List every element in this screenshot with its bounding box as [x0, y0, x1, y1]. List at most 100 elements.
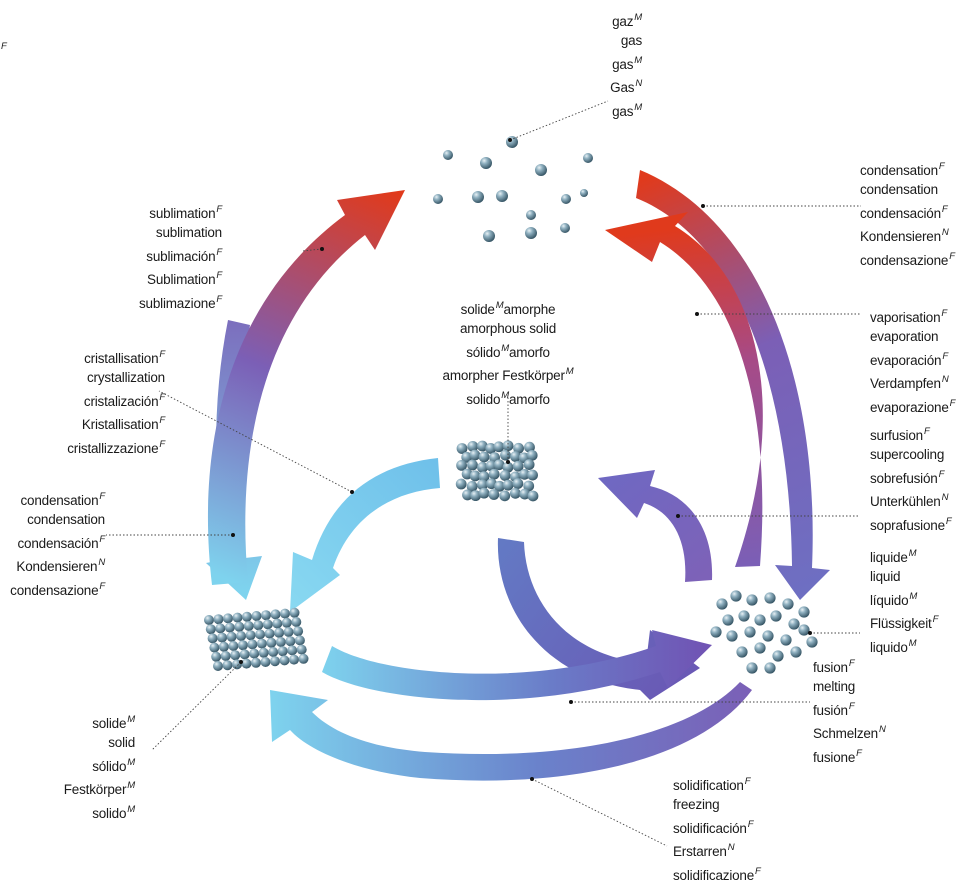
term-line: solid — [64, 733, 135, 752]
term-line: sublimationF — [139, 200, 222, 223]
amorphous-particle — [467, 440, 479, 452]
gender-marker: M — [634, 101, 642, 113]
term-text: condensation — [27, 512, 105, 528]
term-text: condensazione — [860, 252, 949, 268]
gender-marker: N — [941, 492, 949, 504]
liquid-particle — [780, 634, 792, 646]
term-line: condensaciónF — [10, 530, 105, 553]
term-line: sólidoMamorfo — [432, 339, 584, 362]
liquid-particle — [798, 624, 810, 636]
amorphous-particle — [488, 489, 500, 500]
term-line: UnterkühlenN — [870, 488, 952, 511]
term-line: solidoMamorfo — [432, 386, 584, 409]
liquid-particle — [726, 630, 738, 642]
amorphous-particle — [478, 451, 490, 463]
term-line: solidoM — [64, 800, 135, 823]
crystal-particle — [298, 653, 309, 664]
amorphous-particle — [470, 490, 481, 502]
term-line: VerdampfenN — [870, 370, 955, 393]
gender-marker: M — [127, 714, 135, 725]
term-line: solidificationF — [673, 772, 761, 795]
term-line: FlüssigkeitF — [870, 610, 938, 633]
crystal-particle — [213, 661, 223, 671]
term-tail: amorphe — [503, 302, 556, 317]
crystal-particle — [220, 651, 231, 661]
term-line: solidificaciónF — [673, 815, 761, 838]
liquid-particle — [770, 610, 782, 622]
term-text: condensazione — [10, 582, 99, 598]
term-line: F — [0, 37, 7, 60]
liquid-particle — [710, 626, 722, 638]
term-text: cristallizzazione — [67, 440, 159, 456]
amorphous-particle — [500, 449, 511, 461]
term-text: liquid — [870, 569, 901, 585]
gender-marker: F — [159, 438, 165, 450]
term-line: crystallization — [67, 368, 165, 387]
gender-marker: M — [127, 756, 135, 768]
term-text: solidification — [673, 778, 744, 793]
crystal-particle — [280, 608, 290, 619]
term-line: ErstarrenN — [673, 838, 761, 861]
amorphous-particle — [477, 479, 488, 491]
amorphous-particle — [488, 468, 500, 480]
crystal-particle — [289, 654, 299, 665]
amorphous-particle — [456, 459, 467, 471]
term-line: KondensierenN — [10, 553, 105, 576]
amorphous-particle — [527, 490, 539, 502]
term-line: amorpher FestkörperM — [432, 362, 584, 385]
term-text: gas — [612, 103, 634, 119]
term-tail: amorfo — [508, 391, 550, 407]
gender-marker: M — [634, 12, 642, 23]
amorphous-particle — [476, 440, 488, 452]
amorphous-particle — [499, 470, 511, 481]
term-line: soprafusioneF — [870, 512, 952, 535]
term-text: evaporación — [870, 352, 942, 368]
term-line: condensation — [860, 180, 955, 199]
term-text: melting — [813, 679, 856, 695]
crystal-particle — [256, 638, 267, 649]
liquid-particles — [710, 590, 818, 674]
crystal-particle — [230, 650, 241, 661]
gender-marker: M — [634, 54, 642, 66]
gender-marker: F — [159, 415, 165, 427]
gender-marker: F — [932, 614, 939, 626]
gender-marker: F — [99, 491, 105, 502]
term-line: vaporisationF — [870, 304, 955, 327]
crystal-particle — [277, 646, 288, 657]
gender-marker: F — [848, 658, 855, 669]
gender-marker: F — [99, 533, 105, 545]
amorphous-particle — [493, 459, 505, 471]
crystal-particle — [207, 633, 218, 644]
crystal-particle — [261, 610, 271, 621]
amorphous-particle — [478, 471, 490, 483]
crystal-particle — [249, 648, 260, 659]
term-line: sobrefusiónF — [870, 465, 952, 488]
leader-lines — [106, 100, 861, 847]
sublimation-arrow — [207, 190, 405, 585]
term-text: vaporisation — [870, 310, 941, 325]
liquid-particle — [754, 614, 766, 626]
crystallisation-arrow — [290, 458, 440, 612]
crystal-particle — [251, 657, 261, 668]
term-text: Schmelzen — [813, 726, 878, 742]
crystal-particle — [239, 649, 250, 660]
term-line: sólidoM — [64, 753, 135, 776]
gender-marker: F — [949, 397, 956, 409]
gender-marker: N — [878, 724, 886, 736]
crystal-particle — [222, 660, 233, 671]
amorphous-particle — [478, 487, 490, 499]
term-line: SchmelzenN — [813, 720, 886, 743]
term-line: condensation — [10, 510, 105, 529]
term-text: amorphous solid — [459, 321, 557, 337]
fusion-arrow — [322, 630, 712, 701]
gender-marker: N — [727, 842, 735, 854]
term-text: Flüssigkeit — [870, 616, 932, 632]
amorphous-particle — [485, 443, 497, 454]
gender-marker: F — [99, 580, 105, 592]
term-text: surfusion — [870, 428, 923, 443]
liquid-particle — [762, 630, 774, 642]
crystal-particle — [260, 657, 271, 667]
